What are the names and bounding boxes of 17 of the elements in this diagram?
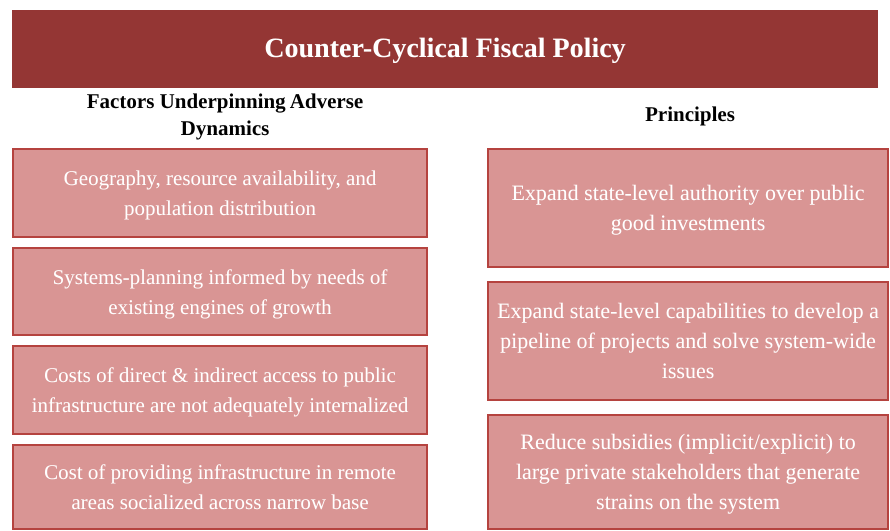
box-text: Cost of providing infrastructure in remote areas socialized across narrow base: [43, 459, 397, 516]
box-text: Geography, resource availability, and population distribution: [62, 165, 378, 222]
factor-box: [12, 345, 428, 435]
principle-box: [487, 281, 889, 401]
factor-box: [12, 444, 428, 530]
factor-box: [12, 148, 428, 238]
box-text: Reduce subsidies (implicit/explicit) to large private stakeholders that generate strains on the system: [514, 428, 862, 516]
column-heading: Factors Underpinning Adverse Dynamics: [86, 88, 364, 142]
box-text: Expand state-level capabilities to develop a pipeline of projects and solve system-wide issues: [497, 297, 879, 385]
factor-box: [12, 247, 428, 336]
box-text: Expand state-level authority over public good investments: [510, 179, 866, 237]
principle-box: [487, 148, 889, 268]
box-text: Costs of direct & indirect access to public infrastructure are not adequately internalized: [30, 362, 410, 419]
title-text: Counter-Cyclical Fiscal Policy: [264, 33, 626, 65]
principle-box: [487, 414, 889, 530]
box-text: Systems-planning informed by needs of existing engines of growth: [52, 264, 388, 320]
column-heading: Principles: [644, 101, 736, 128]
